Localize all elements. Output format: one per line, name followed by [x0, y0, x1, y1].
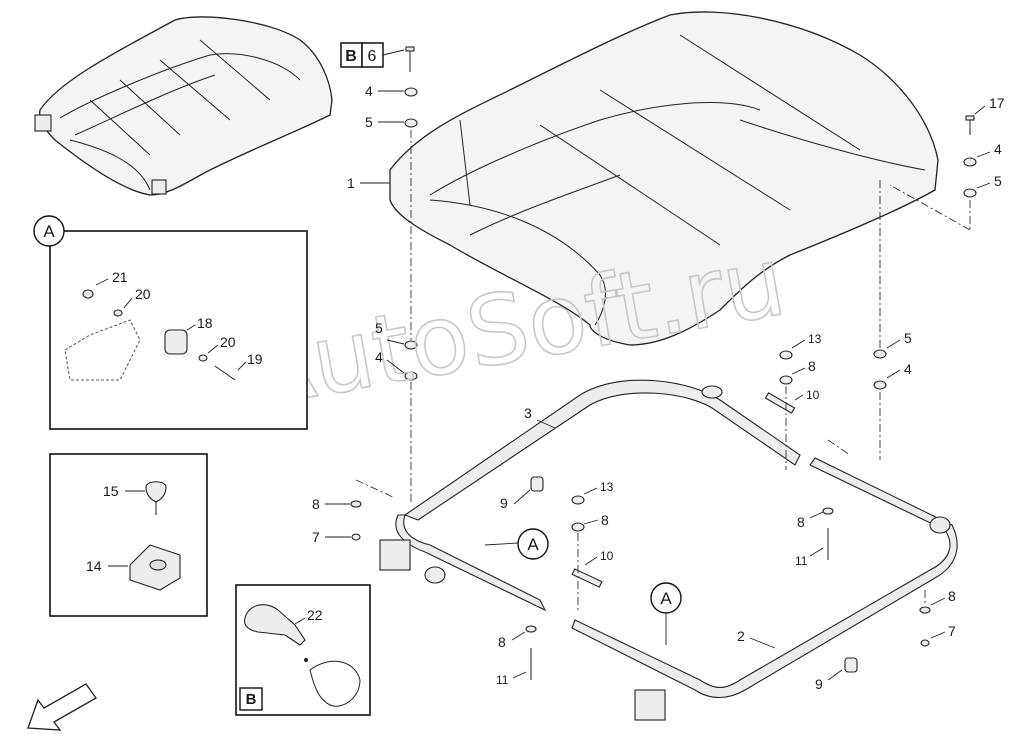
callout-9-low: 9	[815, 676, 823, 692]
callout-13-top: 13	[808, 332, 822, 346]
callout-8-left: 8	[312, 496, 320, 512]
main-callouts: 4 5 1 17 4 5 5 4 13 8 10 5 4 3 9 13 8 10	[312, 83, 1005, 692]
detail-b-letter: B	[246, 691, 257, 708]
callout-8-right: 8	[797, 514, 805, 530]
detail-box-b: 22 B	[235, 584, 371, 716]
callout-8-far: 8	[948, 588, 956, 604]
detail-a-letter: A	[43, 222, 55, 241]
callout-8-low: 8	[498, 634, 506, 650]
roof-thumbnail	[34, 16, 333, 196]
a-marker-2: A	[660, 589, 672, 608]
roof-panel	[389, 11, 939, 346]
ref-box-letter: B	[345, 48, 357, 65]
callout-18: 18	[197, 315, 213, 331]
callout-17: 17	[989, 95, 1005, 111]
detail-box-a: A 21 20 18 20 19	[33, 215, 308, 430]
callout-5-rmid: 5	[904, 330, 912, 346]
callout-5-top: 5	[365, 114, 373, 130]
ref-box: B 6	[340, 42, 405, 68]
callout-5-mid: 5	[375, 320, 383, 336]
callout-22: 22	[307, 607, 323, 623]
fastener-parts	[350, 46, 977, 680]
callout-4-top: 4	[365, 83, 373, 99]
callout-20-a: 20	[135, 286, 151, 302]
callout-11-right: 11	[795, 554, 808, 568]
callout-8-mid: 8	[601, 512, 609, 528]
callout-10-top: 10	[806, 388, 820, 402]
callout-7-left: 7	[312, 529, 320, 545]
callout-20-b: 20	[220, 334, 236, 350]
callout-5-right: 5	[994, 173, 1002, 189]
callout-14: 14	[86, 558, 102, 574]
assembly-lines	[355, 130, 971, 610]
callout-8-top: 8	[808, 358, 816, 374]
callout-13-mid: 13	[600, 480, 614, 494]
a-marker-1: A	[527, 535, 539, 554]
direction-arrow-icon	[27, 683, 97, 731]
roof-frame	[379, 379, 958, 721]
a-markers: A A	[484, 528, 682, 645]
detail-box-clip: 15 14	[49, 453, 208, 617]
callout-3: 3	[524, 405, 532, 421]
callout-4-mid: 4	[375, 349, 383, 365]
callout-21: 21	[112, 269, 128, 285]
callout-7-far: 7	[948, 623, 956, 639]
callout-15: 15	[103, 483, 119, 499]
callout-9-left: 9	[500, 495, 508, 511]
callout-2: 2	[737, 628, 745, 644]
callout-1: 1	[347, 175, 355, 191]
callout-11-low: 11	[496, 673, 509, 687]
callout-4-right: 4	[994, 141, 1002, 157]
callout-4-rmid: 4	[904, 361, 912, 377]
callout-10-mid: 10	[600, 549, 614, 563]
ref-box-number: 6	[368, 48, 377, 65]
callout-19: 19	[247, 351, 263, 367]
